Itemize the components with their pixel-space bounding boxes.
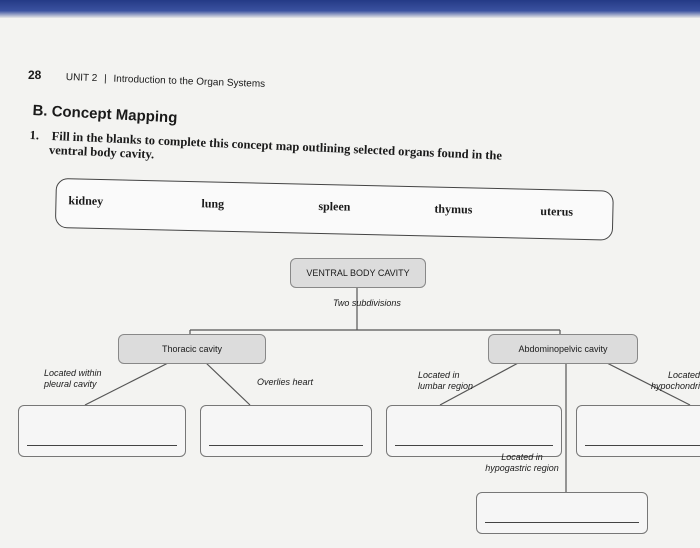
hypogastric-label-line-2: hypogastric region <box>485 463 559 473</box>
two-subdivisions-label: Two subdivisions <box>333 298 401 308</box>
answer-blank-hypogastric[interactable] <box>476 492 648 534</box>
hypogastric-label-line-1: Located in <box>501 452 543 462</box>
page-top-edge <box>0 0 700 18</box>
abdominopelvic-cavity-node: Abdominopelvic cavity <box>488 334 638 364</box>
answer-blank-hypochondriac[interactable] <box>576 405 700 457</box>
overlies-heart-label: Overlies heart <box>257 377 314 387</box>
page-number: 28 <box>28 68 42 82</box>
hypochondriac-label: Located hypochondri <box>650 370 700 392</box>
lumbar-label-line-1: Located in <box>418 370 460 380</box>
thoracic-cavity-node: Thoracic cavity <box>118 334 266 364</box>
hypochondriac-label-line-2: hypochondri <box>650 381 700 391</box>
answer-blank-pleural[interactable] <box>18 405 186 457</box>
pleural-cavity-label: Located within pleural cavity <box>44 368 102 390</box>
answer-blank-lumbar[interactable] <box>386 405 562 457</box>
pleural-label-line-1: Located within <box>44 368 102 378</box>
lumbar-region-label: Located in lumbar region <box>418 370 473 392</box>
ventral-body-cavity-node: VENTRAL BODY CAVITY <box>290 258 426 288</box>
answer-blank-heart[interactable] <box>200 405 372 457</box>
hypochondriac-label-line-1: Located <box>667 370 700 380</box>
pleural-label-line-2: pleural cavity <box>44 379 97 389</box>
lumbar-label-line-2: lumbar region <box>418 381 474 391</box>
hypogastric-region-label: Located in hypogastric region <box>482 452 562 474</box>
